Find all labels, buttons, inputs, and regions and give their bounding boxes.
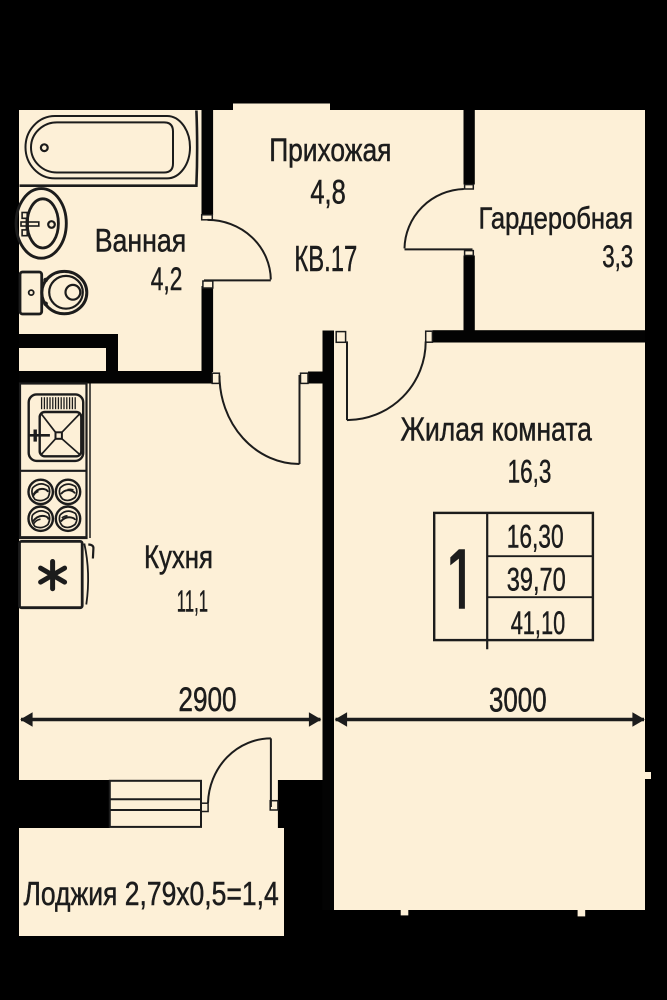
svg-text:Жилая комната: Жилая комната [401, 411, 593, 448]
svg-text:41,10: 41,10 [511, 604, 566, 641]
svg-text:КВ.17: КВ.17 [294, 238, 357, 279]
svg-text:4,8: 4,8 [310, 173, 345, 211]
svg-text:3,3: 3,3 [602, 239, 633, 274]
svg-text:16,30: 16,30 [507, 518, 564, 555]
svg-text:Прихожая: Прихожая [269, 132, 391, 168]
svg-text:2900: 2900 [178, 681, 236, 719]
svg-text:39,70: 39,70 [507, 561, 566, 598]
svg-text:Кухня: Кухня [144, 539, 213, 575]
svg-text:16,3: 16,3 [508, 454, 552, 490]
svg-text:11,1: 11,1 [177, 584, 208, 619]
svg-text:Ванная: Ванная [95, 223, 187, 259]
svg-text:4,2: 4,2 [151, 261, 183, 297]
svg-text:Гардеробная: Гардеробная [479, 203, 634, 236]
svg-text:3000: 3000 [489, 682, 547, 720]
svg-text:Лоджия 2,79х0,5=1,4: Лоджия 2,79х0,5=1,4 [24, 876, 279, 913]
